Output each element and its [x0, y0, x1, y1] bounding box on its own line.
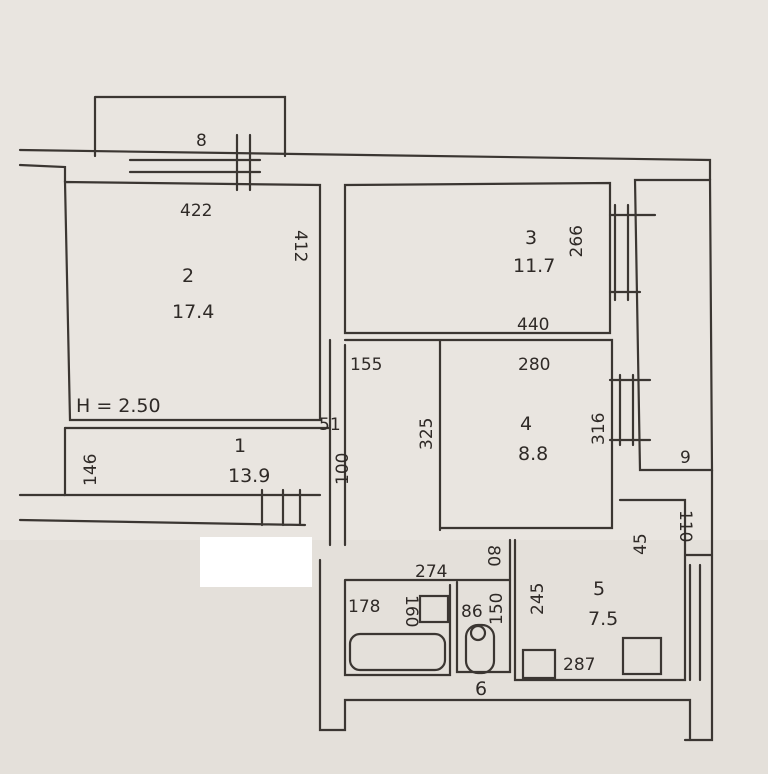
loggia-number: 9 [680, 448, 691, 468]
wc-86: 86 [461, 602, 483, 622]
room2-width: 422 [180, 201, 212, 221]
wc-80: 80 [483, 545, 503, 567]
walls [18, 95, 714, 742]
room4-right: 316 [589, 413, 609, 445]
hall-depth: 146 [81, 454, 101, 486]
labels: 8 422 412 2 17.4 H = 2.50 3 11.7 266 440… [76, 131, 695, 700]
bath-width: 274 [415, 562, 447, 582]
room5-area: 7.5 [588, 608, 618, 630]
hall-100: 100 [333, 453, 353, 485]
room3-width: 440 [517, 315, 549, 335]
corridor-width: 155 [350, 355, 382, 375]
room3-side: 266 [567, 225, 587, 257]
room3-number: 3 [525, 227, 537, 249]
room4-width: 280 [518, 355, 550, 375]
redaction-box [200, 537, 312, 587]
bath-178: 178 [348, 597, 380, 617]
paper-fold [0, 540, 768, 774]
kitchen-45: 45 [631, 533, 651, 555]
room3-area: 11.7 [513, 255, 555, 277]
room2-area: 17.4 [172, 301, 214, 323]
kitchen-110: 110 [675, 510, 695, 542]
room5-number: 5 [593, 578, 605, 600]
room4-left: 325 [417, 418, 437, 450]
kitchen-287: 287 [563, 655, 595, 675]
bath-160: 160 [401, 595, 421, 627]
kitchen-245: 245 [528, 583, 548, 615]
balcony-number: 8 [196, 131, 207, 151]
room2-number: 2 [182, 265, 194, 287]
ceiling-height: H = 2.50 [76, 395, 161, 417]
room4-number: 4 [520, 413, 532, 435]
room4-area: 8.8 [518, 443, 548, 465]
bathroom-number: 6 [475, 678, 487, 700]
wc-150: 150 [487, 593, 507, 625]
wall-51: 51 [319, 415, 341, 435]
room1-area: 13.9 [228, 465, 270, 487]
room1-number: 1 [234, 435, 246, 457]
room2-depth: 412 [290, 230, 310, 262]
